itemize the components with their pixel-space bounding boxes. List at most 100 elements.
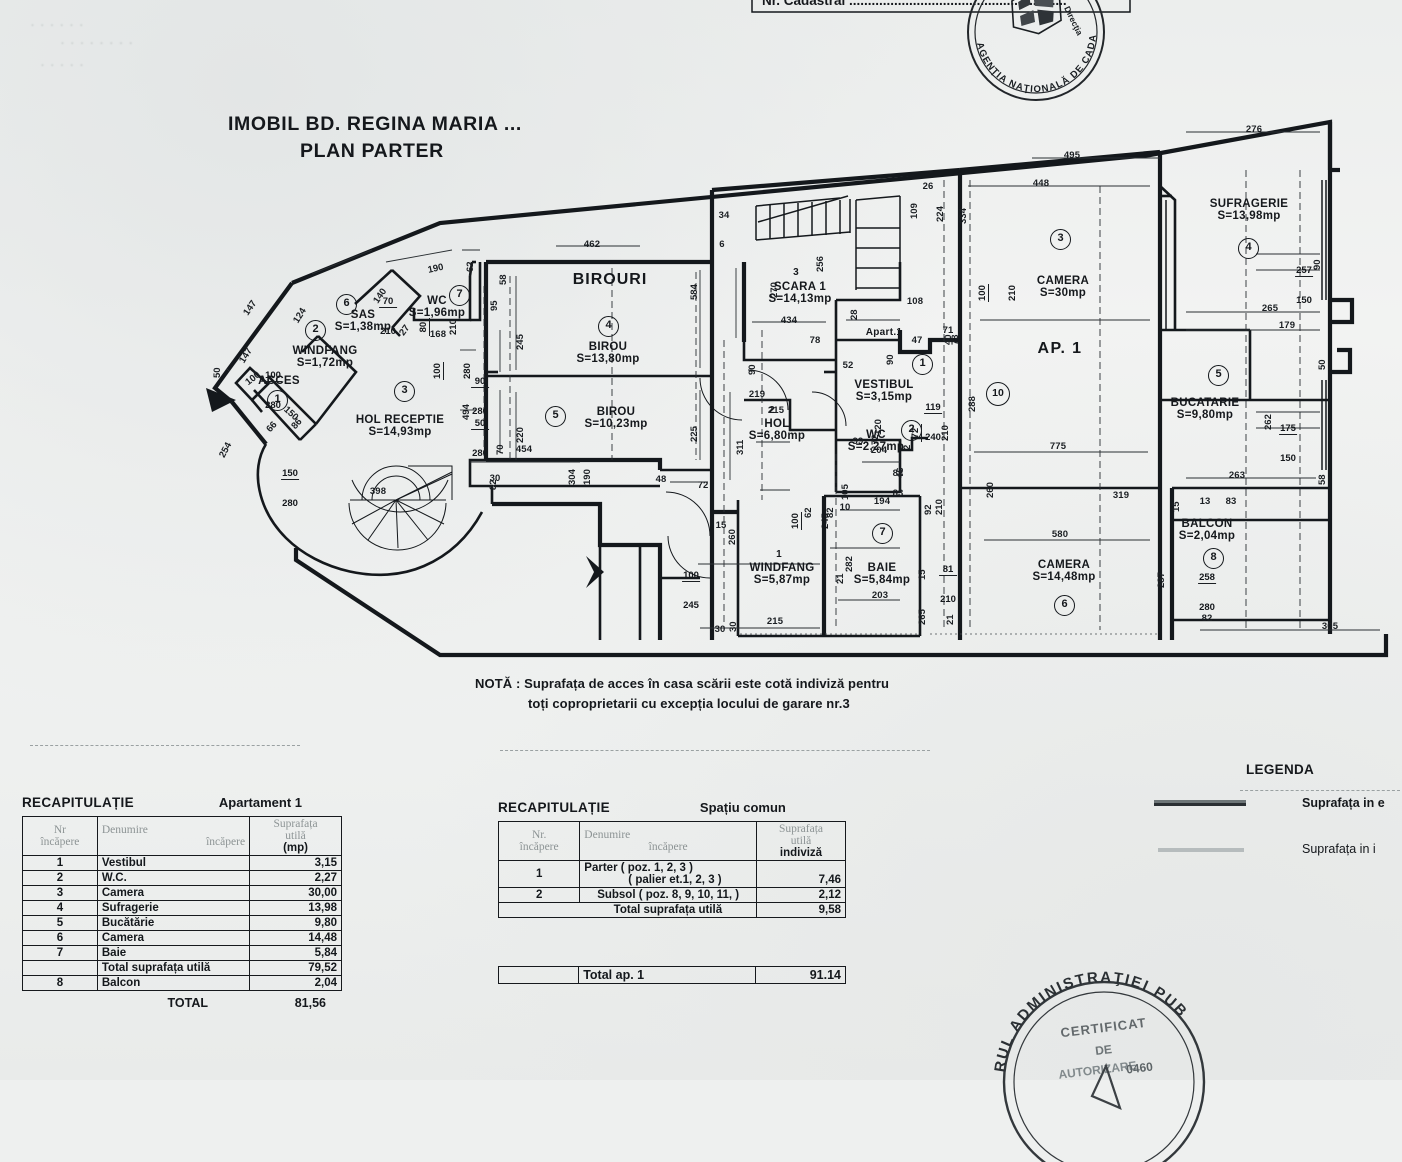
table-row: 2 W.C. 2,27 <box>23 871 342 886</box>
cell-name: Camera <box>97 886 249 901</box>
dim-v-225: 225 <box>690 426 700 442</box>
dim-305: 305 <box>1322 622 1338 632</box>
header-suprafata-line3: indiviză <box>761 847 841 859</box>
dim-319: 319 <box>1113 491 1129 501</box>
table-row: 1 Parter ( poz. 1, 2, 3 ) ( palier et.1,… <box>499 861 846 888</box>
cell-name: Bucătărie <box>97 916 249 931</box>
header-suprafata-line3: (mp) <box>254 842 337 854</box>
dim-v-584: 584 <box>690 284 700 300</box>
cell-subtotal-label: Total suprafața utilă <box>580 903 757 918</box>
frac-100-210: 100 210 <box>959 284 1027 302</box>
room-marker-hol-receptie: 3 <box>394 381 415 402</box>
dim-v-82: 82 <box>489 479 499 490</box>
cell-area: 13,98 <box>250 901 342 916</box>
frac-175-150: 175 150 <box>1279 405 1297 473</box>
cell-subtotal-area: 79,52 <box>250 961 342 976</box>
cell-area: 2,27 <box>250 871 342 886</box>
frac-80-210: 80 210 <box>400 318 468 336</box>
dim-v-58b: 58 <box>1318 474 1328 485</box>
room-camera3-name: CAMERA <box>1037 275 1089 287</box>
dim-v-95: 95 <box>490 300 500 311</box>
room-marker-windfang1: 1 <box>776 550 782 561</box>
total-label: TOTAL <box>22 996 208 1010</box>
dim-v-260: 260 <box>728 529 738 545</box>
dim-v-256: 256 <box>816 256 826 272</box>
frac-d: 210 <box>1008 284 1018 302</box>
header-nr-line2: încăpere <box>503 841 575 853</box>
dim-10: 10 <box>840 503 851 513</box>
dim-78: 78 <box>810 336 821 346</box>
cell-blank <box>499 967 579 984</box>
room-windfang-name: WINDFANG <box>292 345 357 357</box>
cell-name: Baie <box>97 946 249 961</box>
table-row-balcony: 8 Balcon 2,04 <box>23 976 342 991</box>
cell-nr <box>23 961 98 976</box>
dim-v-334: 334 <box>959 208 969 224</box>
frac-d: 280 <box>264 401 282 411</box>
cell-total-value: 91.14 <box>756 967 846 984</box>
frac-d: 150 <box>1295 296 1313 306</box>
dim-v-51: 15 <box>918 569 928 580</box>
dim-v-245: 245 <box>516 334 526 350</box>
dim-v-30: 30 <box>729 621 739 632</box>
dim-26: 26 <box>923 182 934 192</box>
dim-v-7: 2 <box>903 445 913 450</box>
frac-n: 50 <box>471 419 489 430</box>
dim-47: 47 <box>912 336 923 346</box>
table-row: 2 Subsol ( poz. 8, 9, 10, 11, ) 2,12 <box>499 888 846 903</box>
frac-n: 175 <box>1279 424 1297 435</box>
dim-454: 454 <box>516 445 532 455</box>
frac-100-280: 100 280 <box>264 352 282 420</box>
header-suprafata: Suprafața utilă (mp) <box>250 817 342 856</box>
recap-apartment-block: RECAPITULAȚIE Apartament 1 Nr încăpere D… <box>22 795 342 1010</box>
header-denumire-line2: încăpere <box>584 841 752 853</box>
recap-common-apartment-total-table: Total ap. 1 91.14 <box>498 966 846 984</box>
legend-title: LEGENDA <box>1246 762 1314 777</box>
cell-area: 2,12 <box>756 888 845 903</box>
room-birou5-area: S=10,23mp <box>584 418 647 430</box>
zone-label-ap1: AP. 1 <box>1038 341 1083 358</box>
dim-v-90b: 90 <box>886 354 896 365</box>
room-marker-birou5: 5 <box>545 406 566 427</box>
dim-99: 99 <box>853 437 864 447</box>
room-scara1-name: SCARA 1 <box>774 281 826 293</box>
frac-150-280: 150 280 <box>281 450 299 518</box>
recap-apartment-total-row: TOTAL 81,56 <box>22 996 342 1010</box>
frac-81-210: 81 210 <box>939 546 957 614</box>
table-header-row: Nr. încăpere Denumire încăpere Suprafața… <box>499 822 846 861</box>
dim-v-287: 287 <box>1157 572 1167 588</box>
dim-215: 215 <box>768 406 784 416</box>
dim-v-270: 270 <box>770 282 780 298</box>
dim-v-220: 220 <box>516 427 526 443</box>
dim-215b: 215 <box>767 617 783 627</box>
room-vestibul-area: S=3,15mp <box>856 391 912 403</box>
dim-62b: 62 <box>466 261 476 272</box>
room-balcon-name: BALCON <box>1182 518 1233 530</box>
dim-462: 462 <box>584 240 600 250</box>
total-value: 81,56 <box>208 996 336 1010</box>
table-row: 4 Sufragerie 13,98 <box>23 901 342 916</box>
dim-v-224: 224 <box>936 206 946 222</box>
dim-v-304: 304 <box>568 469 578 485</box>
room-sufragerie-name: SUFRAGERIE <box>1210 198 1288 210</box>
cell-total-label: Total ap. 1 <box>579 967 756 984</box>
room-marker-windfang: 2 <box>305 320 326 341</box>
header-denumire-line2: încăpere <box>102 836 245 848</box>
note-line1: NOTĂ : Suprafața de acces în casa scării… <box>475 676 889 693</box>
header-denumire: Denumire încăpere <box>97 817 249 856</box>
dim-v-120: 120 <box>874 419 884 435</box>
room-birou4-name: BIROU <box>589 341 628 353</box>
room-vestibul-name: VESTIBUL <box>854 379 913 391</box>
dim-580: 580 <box>1052 530 1068 540</box>
dim-v-117: 21 <box>836 573 846 584</box>
cell-nr: 2 <box>23 871 98 886</box>
cell-nr: 1 <box>23 856 98 871</box>
frac-n: 100 <box>791 512 802 530</box>
header-suprafata-line2: utilă <box>761 835 841 847</box>
note-line2: toți coproprietarii cu excepția locului … <box>528 696 850 713</box>
frac-100-245: 100 245 <box>682 552 700 620</box>
dim-v-15b: 15 <box>1172 501 1182 512</box>
legend-block: LEGENDA <box>1246 762 1314 777</box>
dim-v-117b: 21 <box>946 614 956 625</box>
dim-v-58: 58 <box>499 274 509 285</box>
